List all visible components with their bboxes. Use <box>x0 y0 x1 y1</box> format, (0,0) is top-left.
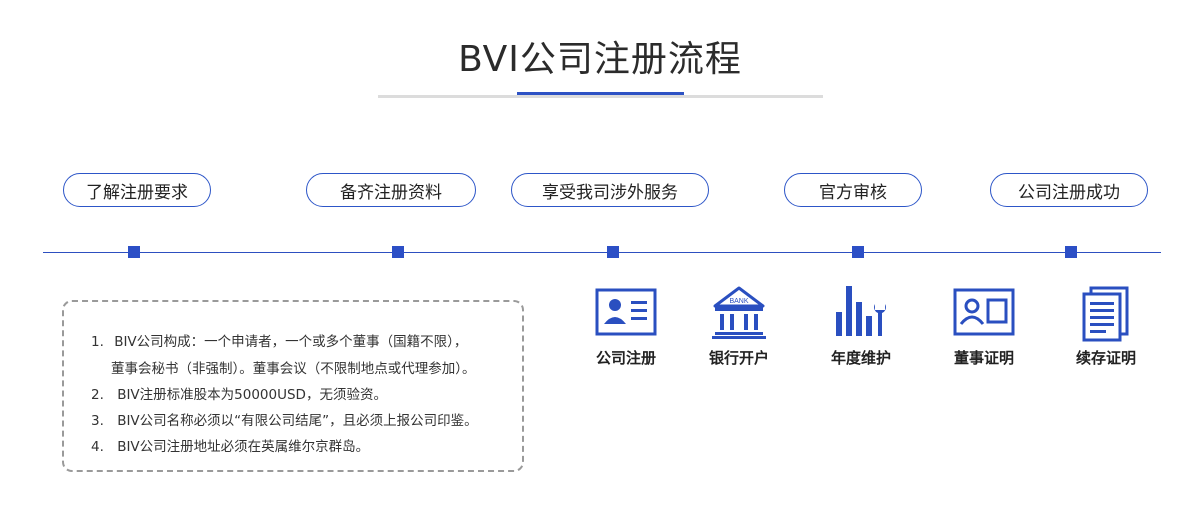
page-title: BVI公司注册流程 <box>458 39 742 80</box>
service-company-registration: 公司注册 <box>571 282 681 372</box>
requirement-item: 1. BIV公司构成：一个申请者，一个或多个董事（国籍不限）， <box>91 330 467 350</box>
step-enjoy-services: 享受我司涉外服务 <box>511 173 709 207</box>
maintenance-chart-icon <box>836 286 886 336</box>
requirement-number: 4. <box>91 439 104 455</box>
title-underline <box>378 95 823 98</box>
requirement-number: 1. <box>91 334 104 350</box>
service-label: 年度维护 <box>830 349 891 367</box>
requirement-text: 董事会秘书（非强制）。董事会议（不限制地点或代理参加）。 <box>111 361 476 377</box>
requirement-item: 2. BIV注册标准股本为50000USD，无须验资。 <box>91 383 387 403</box>
service-label: 续存证明 <box>1075 349 1136 367</box>
service-label: 银行开户 <box>708 349 769 367</box>
requirement-number: 3. <box>91 413 104 429</box>
service-director-certificate: 董事证明 <box>929 282 1039 372</box>
requirement-item: 4. BIV公司注册地址必须在英属维尔京群岛。 <box>91 435 369 455</box>
timeline-marker <box>392 246 404 258</box>
service-label: 公司注册 <box>595 349 656 367</box>
title-underline-accent <box>517 92 684 95</box>
timeline-marker <box>852 246 864 258</box>
requirement-item: 董事会秘书（非强制）。董事会议（不限制地点或代理参加）。 <box>111 357 476 377</box>
requirement-number: 2. <box>91 387 104 403</box>
requirement-text: BIV公司注册地址必须在英属维尔京群岛。 <box>117 439 370 455</box>
bank-icon: BANK <box>712 286 766 339</box>
requirement-text: BIV注册标准股本为50000USD，无须验资。 <box>117 387 387 403</box>
bank-text: BANK <box>729 298 748 305</box>
requirement-text: BIV公司构成：一个申请者，一个或多个董事（国籍不限）， <box>114 334 468 350</box>
step-understand-requirements: 了解注册要求 <box>63 173 211 207</box>
timeline-marker <box>128 246 140 258</box>
step-prepare-materials: 备齐注册资料 <box>306 173 476 207</box>
step-registration-success: 公司注册成功 <box>990 173 1148 207</box>
service-annual-maintenance: 年度维护 <box>806 282 916 372</box>
service-label: 董事证明 <box>953 349 1014 367</box>
requirement-text: BIV公司名称必须以“有限公司结尾”，且必须上报公司印鉴。 <box>117 413 478 429</box>
timeline-marker <box>607 246 619 258</box>
service-good-standing-certificate: 续存证明 <box>1051 282 1161 372</box>
requirement-item: 3. BIV公司名称必须以“有限公司结尾”，且必须上报公司印鉴。 <box>91 409 478 429</box>
timeline-marker <box>1065 246 1077 258</box>
step-official-review: 官方审核 <box>784 173 922 207</box>
service-bank-account: BANK 银行开户 <box>684 282 794 372</box>
requirements-box <box>62 300 524 472</box>
id-card-icon <box>595 288 657 336</box>
document-icon <box>1082 286 1129 342</box>
certificate-icon <box>953 288 1015 336</box>
timeline <box>43 252 1161 253</box>
